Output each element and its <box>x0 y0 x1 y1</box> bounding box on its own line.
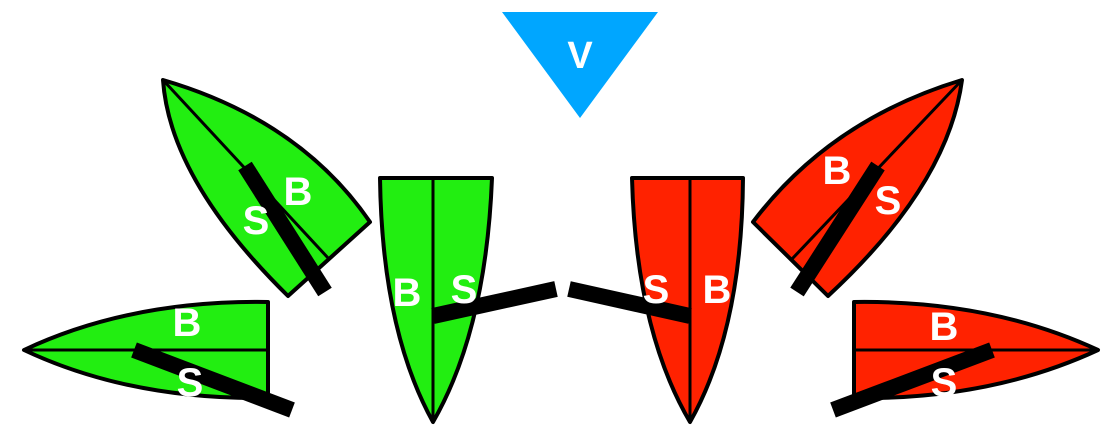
boom <box>790 161 885 297</box>
wind-label: V <box>567 35 593 77</box>
boom <box>131 342 295 418</box>
boat-starboard-beam-reach: B S <box>830 299 1100 418</box>
stern-label: S <box>243 199 270 243</box>
wind-arrow-icon <box>502 12 658 118</box>
bow-label: B <box>703 268 732 312</box>
boat-starboard-close-reach: B S <box>751 78 964 298</box>
boom <box>431 281 558 324</box>
hull <box>378 176 494 424</box>
stern-label: S <box>643 268 670 312</box>
boom <box>830 342 995 418</box>
bow-label: B <box>393 271 422 315</box>
bow-label: B <box>823 149 852 193</box>
boat-port-close-reach: B S <box>161 78 372 298</box>
stern-label: S <box>875 179 902 223</box>
stern-label: S <box>931 361 958 405</box>
bow-label: B <box>173 301 202 345</box>
stern-label: S <box>177 361 204 405</box>
stern-label: S <box>451 268 478 312</box>
wind-indicator: V <box>502 12 658 118</box>
bow-label: B <box>930 305 959 349</box>
boat-port-close-hauled: B S <box>378 176 558 424</box>
boom <box>567 281 692 324</box>
hull <box>630 176 745 424</box>
boat-starboard-close-hauled: S B <box>567 176 745 424</box>
bow-label: B <box>284 170 313 214</box>
boom <box>238 161 332 297</box>
boat-port-beam-reach: B S <box>22 299 295 418</box>
